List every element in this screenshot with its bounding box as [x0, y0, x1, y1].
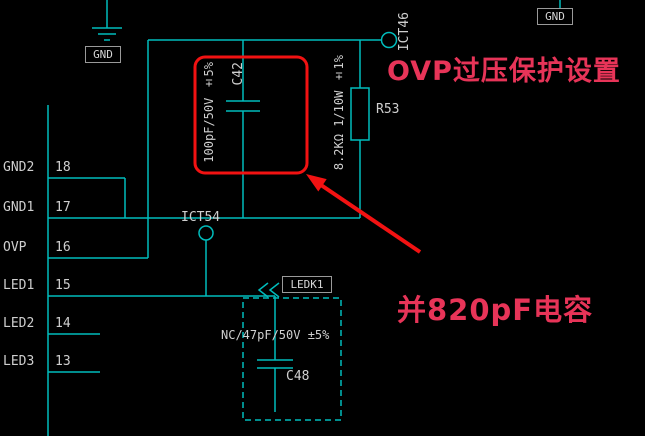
pin-number-16: 16 — [55, 240, 71, 255]
pin-number-14: 14 — [55, 316, 71, 331]
capacitor-c42-ref: C42 — [231, 62, 246, 86]
resistor-r53-ref: R53 — [376, 102, 400, 117]
pin-number-18: 18 — [55, 160, 71, 175]
pin-name-led2: LED2 — [3, 316, 35, 331]
highlight-box — [193, 55, 309, 175]
capacitor-c48-symbol — [257, 296, 293, 412]
pin-stub-gnd2 — [48, 177, 126, 218]
pin-name-gnd2: GND2 — [3, 160, 35, 175]
gnd-netlabel-right: GND — [537, 8, 573, 25]
pin-number-13: 13 — [55, 354, 71, 369]
annotation-arrow-shaft — [319, 183, 422, 254]
wire-ovp-net — [48, 39, 381, 259]
pin-number-17: 17 — [55, 200, 71, 215]
pin-name-ovp: OVP — [3, 240, 27, 255]
testpoint-ict54-label: ICT54 — [181, 210, 221, 225]
pin-name-gnd1: GND1 — [3, 200, 35, 215]
annotation-arrow-head — [306, 174, 327, 192]
capacitor-c42-symbol — [226, 40, 260, 218]
testpoint-ict54-pad — [198, 225, 214, 241]
pin-number-15: 15 — [55, 278, 71, 293]
testpoint-ict46-pad — [380, 31, 398, 49]
pin-name-led1: LED1 — [3, 278, 35, 293]
ground-symbol-left — [92, 0, 122, 41]
resistor-r53-body — [350, 87, 370, 141]
gnd-netlabel-left: GND — [85, 46, 121, 63]
pin-name-led3: LED3 — [3, 354, 35, 369]
nc-dashed-outline — [242, 297, 342, 421]
testpoint-ict46-label: ICT46 — [397, 12, 412, 52]
netlabel-chevrons-icon — [257, 282, 280, 298]
annotation-title: OVP过压保护设置 — [387, 56, 621, 87]
resistor-r53-value: 8.2KΩ 1/10W ±1% — [332, 55, 346, 171]
ledk1-netlabel: LEDK1 — [282, 276, 332, 293]
annotation-note: 并820pF电容 — [397, 293, 594, 327]
capacitor-c42-value: 100pF/50V ±5% — [202, 62, 216, 163]
capacitor-c48-value: NC/47pF/50V ±5% — [221, 328, 330, 342]
capacitor-c48-ref: C48 — [286, 369, 310, 384]
